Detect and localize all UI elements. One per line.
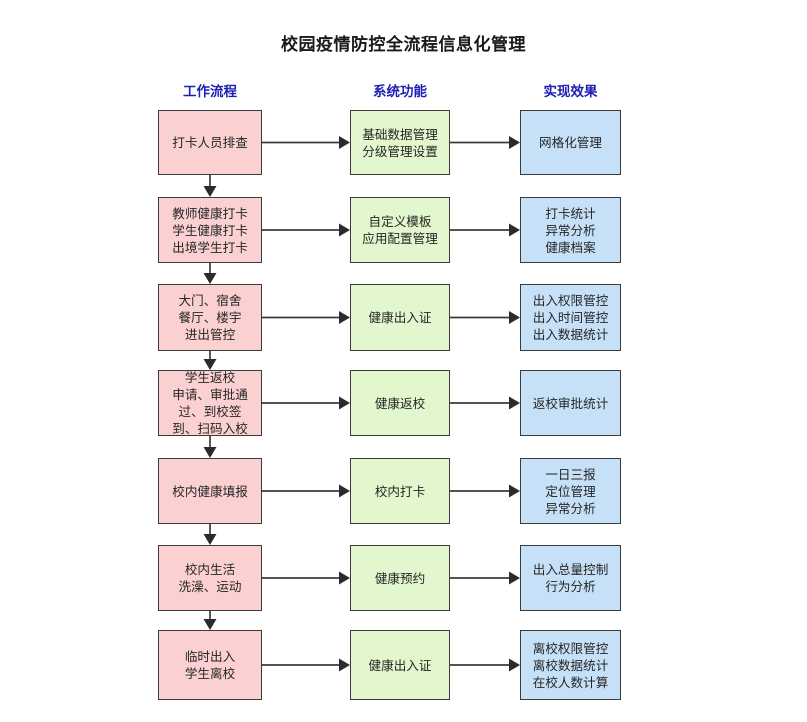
arrowhead-system-to-effect-7 (509, 658, 520, 672)
node-effect-3[interactable]: 出入权限管控 出入时间管控 出入数据统计 (520, 284, 621, 351)
arrowhead-work-to-system-2 (339, 223, 350, 237)
node-effect-6[interactable]: 出入总量控制 行为分析 (520, 545, 621, 611)
arrowhead-work-chain-2 (203, 273, 217, 284)
arrowhead-system-to-effect-3 (509, 311, 520, 324)
arrowhead-work-chain-5 (203, 534, 217, 545)
column-header-system-function: 系统功能 (373, 84, 427, 100)
node-work-3[interactable]: 大门、宿舍 餐厅、楼宇 进出管控 (158, 284, 262, 351)
arrowhead-system-to-effect-6 (509, 571, 520, 585)
node-work-1[interactable]: 打卡人员排查 (158, 110, 262, 175)
arrowhead-work-chain-4 (203, 447, 217, 458)
node-effect-1[interactable]: 网格化管理 (520, 110, 621, 175)
arrowhead-work-to-system-5 (339, 484, 350, 498)
arrowhead-work-to-system-1 (339, 136, 350, 149)
arrowhead-system-to-effect-2 (509, 223, 520, 237)
node-work-6[interactable]: 校内生活 洗澡、运动 (158, 545, 262, 611)
node-effect-7[interactable]: 离校权限管控 离校数据统计 在校人数计算 (520, 630, 621, 700)
arrowhead-work-chain-1 (203, 186, 217, 197)
node-work-7[interactable]: 临时出入 学生离校 (158, 630, 262, 700)
node-system-3[interactable]: 健康出入证 (350, 284, 450, 351)
arrowhead-system-to-effect-1 (509, 136, 520, 149)
column-header-work-flow: 工作流程 (183, 84, 237, 100)
node-system-2[interactable]: 自定义模板 应用配置管理 (350, 197, 450, 263)
node-work-4[interactable]: 学生返校 申请、审批通 过、到校签 到、扫码入校 (158, 370, 262, 436)
node-effect-5[interactable]: 一日三报 定位管理 异常分析 (520, 458, 621, 524)
arrowhead-work-to-system-4 (339, 396, 350, 410)
arrowhead-system-to-effect-5 (509, 484, 520, 498)
node-system-7[interactable]: 健康出入证 (350, 630, 450, 700)
arrowhead-work-to-system-3 (339, 311, 350, 324)
node-work-5[interactable]: 校内健康填报 (158, 458, 262, 524)
node-system-4[interactable]: 健康返校 (350, 370, 450, 436)
column-header-effect: 实现效果 (543, 84, 598, 100)
arrowhead-work-to-system-7 (339, 658, 350, 672)
arrowhead-system-to-effect-4 (509, 396, 520, 410)
node-effect-4[interactable]: 返校审批统计 (520, 370, 621, 436)
page-title: 校园疫情防控全流程信息化管理 (281, 35, 526, 55)
node-effect-2[interactable]: 打卡统计 异常分析 健康档案 (520, 197, 621, 263)
arrowhead-work-chain-6 (203, 619, 217, 630)
node-system-6[interactable]: 健康预约 (350, 545, 450, 611)
arrowhead-work-to-system-6 (339, 571, 350, 585)
node-work-2[interactable]: 教师健康打卡 学生健康打卡 出境学生打卡 (158, 197, 262, 263)
node-system-1[interactable]: 基础数据管理 分级管理设置 (350, 110, 450, 175)
node-system-5[interactable]: 校内打卡 (350, 458, 450, 524)
